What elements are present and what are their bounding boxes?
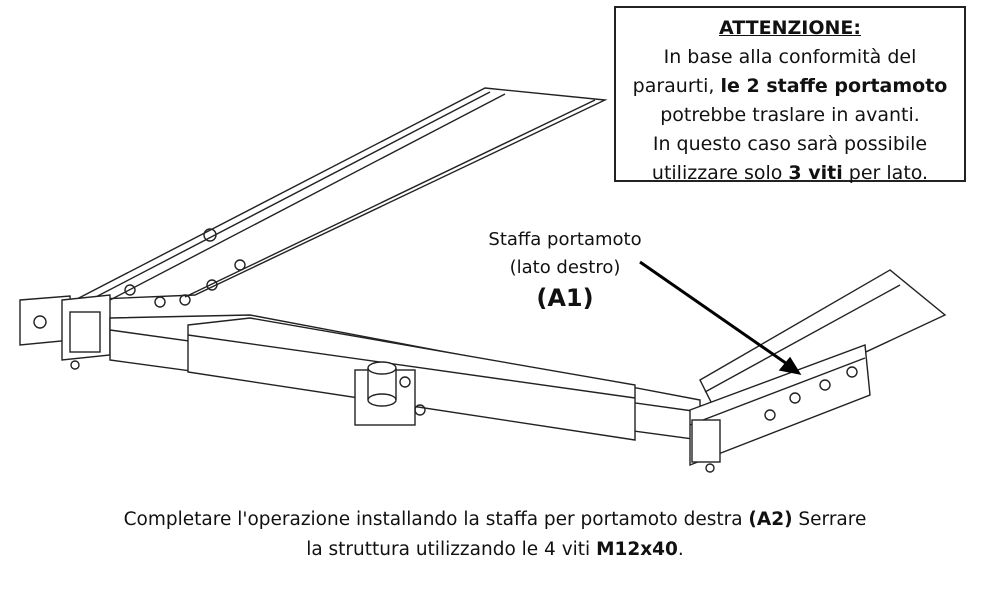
caption-bold: (A2) xyxy=(748,509,793,530)
caption-text: . xyxy=(677,539,684,560)
left-bolts xyxy=(70,228,246,370)
caption-line: la struttura utilizzando le 4 viti M12x4… xyxy=(0,535,990,565)
part-code: (A1) xyxy=(536,284,594,312)
caption-bold: M12x40 xyxy=(596,539,678,560)
caption-text: Serrare xyxy=(792,509,867,530)
caption-line: Completare l'operazione installando la s… xyxy=(0,505,990,535)
left-rail xyxy=(19,87,608,361)
right-rail xyxy=(689,269,947,473)
warning-line: In base alla conformità del xyxy=(663,46,917,68)
callout-arrow xyxy=(639,260,802,376)
part-callout: Staffa portamoto (lato destro) (A1) xyxy=(440,226,690,314)
warning-text: paraurti, xyxy=(632,75,721,97)
warning-text: per lato. xyxy=(842,162,929,184)
warning-line: utilizzare solo 3 viti per lato. xyxy=(616,159,964,188)
instruction-caption: Completare l'operazione installando la s… xyxy=(0,505,990,565)
warning-bold: 3 viti xyxy=(788,162,843,184)
warning-bold: le 2 staffe portamoto xyxy=(720,75,948,97)
warning-box: ATTENZIONE: In base alla conformità del … xyxy=(614,6,966,184)
callout-line: (lato destro) xyxy=(509,257,621,278)
warning-title: ATTENZIONE: xyxy=(719,17,861,39)
warning-line: potrebbe traslare in avanti. xyxy=(660,104,920,126)
caption-text: la struttura utilizzando le 4 viti xyxy=(306,539,597,560)
callout-line: Staffa portamoto xyxy=(488,229,642,250)
warning-line: paraurti, le 2 staffe portamoto xyxy=(616,72,964,101)
warning-text: utilizzare solo xyxy=(651,162,789,184)
warning-line: In questo caso sarà possibile xyxy=(652,133,928,155)
caption-text: Completare l'operazione installando la s… xyxy=(123,509,749,530)
hitch-mount xyxy=(354,361,426,426)
